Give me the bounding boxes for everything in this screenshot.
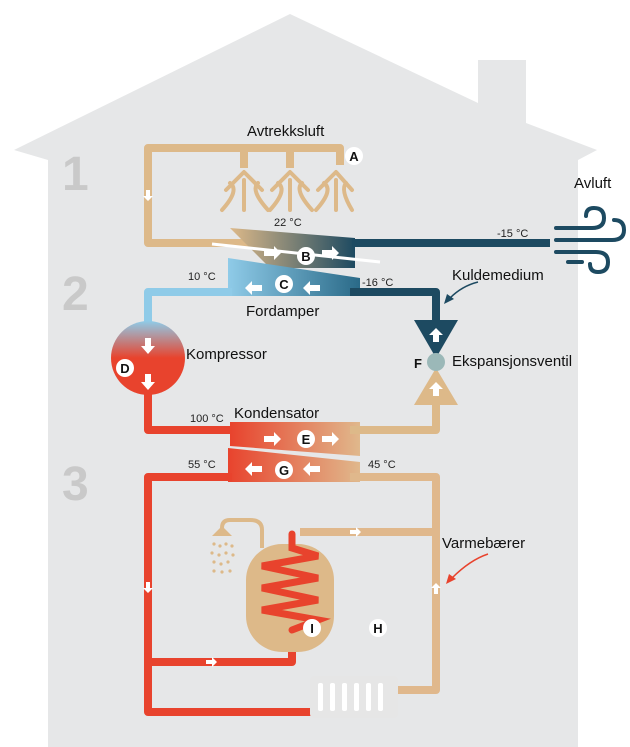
compressor-d: [111, 321, 185, 395]
arrow-right-icon: [206, 657, 217, 667]
heat-carrier-label: Varmebærer: [442, 535, 525, 552]
return-temp: 45 °C: [368, 459, 396, 471]
marker-e: E: [297, 430, 315, 448]
svg-text:C: C: [279, 277, 289, 292]
svg-text:I: I: [310, 621, 314, 636]
condenser-label: Kondensator: [234, 405, 319, 422]
wind-icon: [554, 205, 627, 275]
arrow-down-icon: [143, 582, 153, 593]
arrow-up-icon: [429, 328, 443, 342]
condenser-e: [230, 422, 360, 456]
arrow-left-icon: [245, 281, 262, 295]
discharge-pipe: [144, 392, 250, 434]
arrow-left-icon: [303, 281, 320, 295]
marker-d: D: [116, 359, 134, 377]
marker-h: H: [369, 619, 387, 637]
flow-arrows: [141, 190, 443, 667]
arrow-down-icon: [141, 338, 155, 354]
arrow-up-icon: [429, 382, 443, 396]
heat-exchanger-b: [230, 228, 355, 268]
evaporator-in-temp: -16 °C: [362, 277, 393, 289]
exchanger-g: [228, 448, 360, 482]
arrow-down-icon: [141, 374, 155, 390]
heat-carrier-pointer-head: [446, 574, 456, 584]
compressor-label: Kompressor: [186, 346, 267, 363]
marker-b: B: [297, 247, 315, 265]
marker-i: I: [303, 619, 321, 637]
marker-c: C: [275, 275, 293, 293]
evaporator-label: Fordamper: [246, 303, 319, 320]
arrow-right-icon: [322, 246, 339, 260]
exhaust-air-temp: 22 °C: [274, 217, 302, 229]
arrow-right-icon: [264, 432, 281, 446]
exhaust-air-loop: [144, 144, 344, 247]
arrow-up-icon: [431, 583, 441, 594]
supply-temp: 55 °C: [188, 459, 216, 471]
svg-text:G: G: [279, 463, 289, 478]
shower-icon: [210, 518, 264, 574]
marker-a: A: [345, 147, 363, 165]
compressor-out-temp: 100 °C: [190, 413, 224, 425]
heating-coil: [261, 530, 331, 634]
arrow-left-icon: [245, 462, 262, 476]
outlet-air-label: Avluft: [574, 175, 612, 192]
arrow-right-icon: [322, 432, 339, 446]
svg-text:H: H: [373, 621, 382, 636]
marker-g: G: [275, 461, 293, 479]
radiator-icon: [310, 676, 398, 718]
outlet-air-temp: -15 °C: [497, 228, 528, 240]
refrigerant-pointer: [449, 281, 479, 299]
section-number-1: 1: [62, 148, 89, 201]
refrigerant-pointer-head: [444, 294, 454, 304]
refrigerant-cold-pipe: [350, 288, 440, 325]
refrigerant-label: Kuldemedium: [452, 267, 544, 284]
arrow-right-icon: [350, 527, 361, 537]
arrow-left-icon: [303, 462, 320, 476]
section-number-2: 2: [62, 268, 89, 321]
svg-text:A: A: [349, 149, 359, 164]
suction-pipe: [144, 288, 232, 330]
svg-text:D: D: [120, 361, 129, 376]
marker-f: F: [414, 356, 422, 371]
liquid-pipe: [350, 395, 440, 434]
exhaust-air-label: Avtrekksluft: [247, 123, 325, 140]
svg-text:E: E: [302, 432, 311, 447]
expansion-valve-label: Ekspansjonsventil: [452, 353, 572, 370]
heat-carrier-pointer: [451, 553, 489, 579]
house-silhouette: [14, 14, 597, 747]
evaporator-out-temp: 10 °C: [188, 271, 216, 283]
section-number-3: 3: [62, 458, 89, 511]
arrow-down-icon: [143, 190, 153, 201]
svg-text:B: B: [301, 249, 310, 264]
arrow-right-icon: [264, 246, 281, 260]
exhaust-air-arrows-icon: [220, 170, 354, 212]
exchanger-divider-b: [211, 242, 381, 264]
